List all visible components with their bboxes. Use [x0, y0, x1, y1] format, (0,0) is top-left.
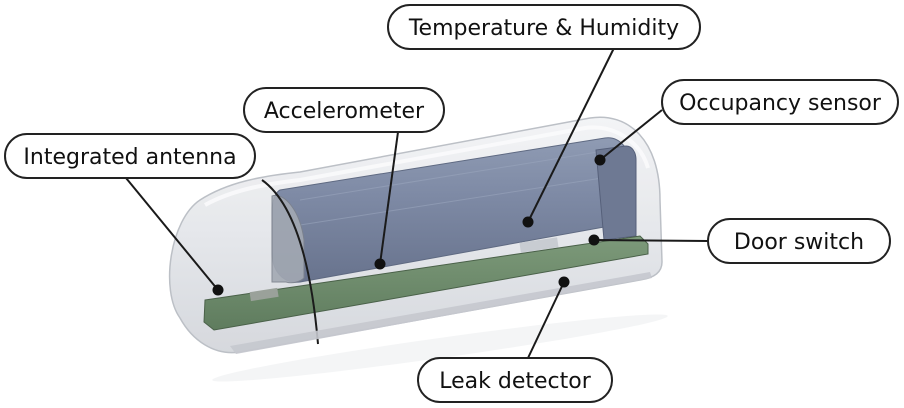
dot-accelerometer — [374, 258, 386, 270]
pcb-chip-2 — [249, 287, 279, 302]
label-integrated-antenna: Integrated antenna — [23, 145, 236, 170]
callout-leak: Leak detector — [417, 357, 613, 403]
dot-temperature — [522, 216, 534, 228]
battery-cap — [595, 145, 637, 241]
label-accelerometer: Accelerometer — [264, 99, 425, 124]
label-door-switch: Door switch — [734, 230, 864, 255]
dot-antenna — [212, 284, 224, 296]
leader-leak — [527, 281, 565, 359]
device-shadow — [212, 314, 668, 382]
leader-accelerometer — [379, 131, 399, 265]
callout-accelerometer: Accelerometer — [243, 87, 445, 133]
label-occupancy-sensor: Occupancy sensor — [679, 91, 882, 116]
leader-antenna — [125, 177, 219, 291]
anchor-dots — [212, 154, 606, 296]
base-plate — [230, 272, 652, 354]
dot-leak — [558, 276, 570, 288]
callout-door-switch: Door switch — [707, 218, 891, 264]
label-leak-detector: Leak detector — [439, 369, 591, 394]
dot-door-switch — [588, 234, 600, 246]
label-temperature-humidity: Temperature & Humidity — [408, 16, 679, 41]
callout-antenna: Integrated antenna — [4, 133, 256, 179]
battery-holder — [271, 194, 305, 284]
shell-highlight — [204, 125, 650, 207]
leader-door-switch — [593, 239, 709, 242]
leader-lines — [125, 47, 709, 359]
shell-seam — [261, 179, 319, 345]
dot-occupancy — [594, 154, 606, 166]
sensor-device — [168, 116, 668, 382]
callout-temperature: Temperature & Humidity — [387, 4, 701, 50]
leader-occupancy — [599, 109, 663, 161]
leader-temperature — [527, 47, 615, 223]
pcb-board — [203, 235, 649, 331]
callout-occupancy: Occupancy sensor — [661, 79, 899, 125]
battery-seam — [299, 149, 616, 226]
pcb-chip-1 — [519, 237, 559, 253]
